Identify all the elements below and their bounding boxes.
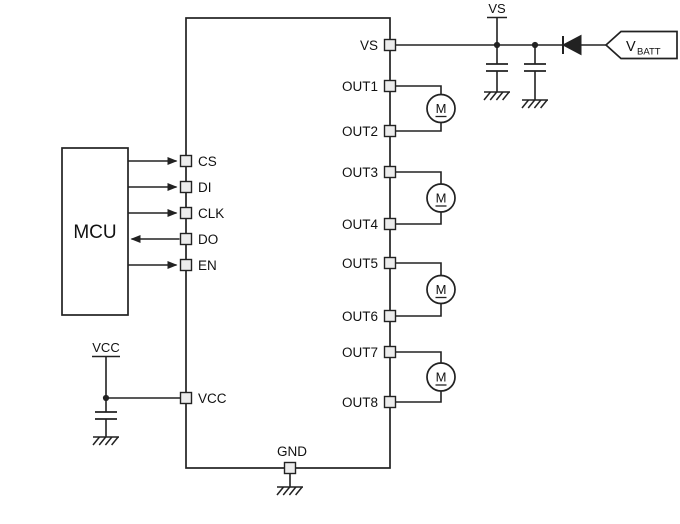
- pin-out7: OUT7: [342, 345, 397, 360]
- motor3-symbol: [426, 274, 456, 305]
- vcc-net-label: VCC: [92, 340, 119, 355]
- pin-label-out1: OUT1: [342, 79, 378, 94]
- motor4-symbol: [426, 362, 456, 392]
- pin-square-out7: [383, 345, 397, 359]
- vbatt-label: V: [626, 39, 636, 55]
- pin-di: DI: [179, 180, 212, 195]
- signal-arrows: [128, 157, 180, 269]
- motor2-symbol: [426, 183, 456, 213]
- pin-square-out1: [383, 79, 397, 93]
- vcc-capacitor-symbol: [94, 411, 118, 420]
- pin-out6: OUT6: [342, 309, 397, 324]
- mcu-block: MCU: [61, 147, 129, 316]
- pin-square-out3: [383, 165, 397, 179]
- pin-cs: CS: [179, 154, 217, 169]
- mcu-label: MCU: [73, 222, 116, 243]
- pin-out8: OUT8: [342, 395, 397, 410]
- pin-label-out4: OUT4: [342, 217, 378, 232]
- pin-square-out6: [383, 309, 397, 323]
- motor-circuit-3: M: [395, 262, 456, 317]
- pin-square-vcc: [179, 391, 193, 405]
- pin-label-clk: CLK: [198, 206, 224, 221]
- pin-do: DO: [179, 232, 218, 247]
- pin-label-out8: OUT8: [342, 395, 378, 410]
- diode-triangle: [561, 34, 582, 56]
- motor-circuit-2: M: [395, 171, 456, 225]
- vs-cap1-ground-symbol: [483, 91, 511, 101]
- motor1-symbol: [426, 93, 456, 124]
- pin-label-out5: OUT5: [342, 256, 378, 271]
- pin-square-di: [179, 180, 193, 194]
- pin-label-out7: OUT7: [342, 345, 378, 360]
- pin-square-clk: [179, 206, 193, 220]
- motor1-wires: [395, 85, 442, 132]
- motor1-label: M: [436, 101, 447, 116]
- pin-label-vs: VS: [360, 38, 378, 53]
- diode-symbol: [561, 34, 606, 56]
- pin-square-out5: [383, 256, 397, 270]
- motor2-wires: [395, 171, 442, 225]
- pin-label-en: EN: [198, 258, 217, 273]
- motor4-label: M: [436, 370, 447, 385]
- vcc-ground-symbol: [92, 436, 120, 446]
- pin-vcc: VCC: [179, 391, 227, 406]
- vs-capacitor-2-symbol: [523, 63, 547, 72]
- pin-square-out8: [383, 395, 397, 409]
- vbatt-label-subscript: BATT: [637, 47, 661, 58]
- pin-out2: OUT2: [342, 124, 397, 139]
- pin-label-gnd: GND: [277, 444, 307, 459]
- vs-capacitor-1-symbol: [485, 63, 509, 72]
- pin-square-vs: [383, 38, 397, 52]
- vs-net-label: VS: [488, 1, 506, 16]
- pin-label-do: DO: [198, 232, 218, 247]
- pin-square-do: [179, 232, 193, 246]
- pin-label-out3: OUT3: [342, 165, 378, 180]
- pin-label-di: DI: [198, 180, 212, 195]
- pin-gnd: GND: [276, 444, 307, 496]
- motor-circuit-1: M: [395, 85, 456, 132]
- motor-circuit-4: M: [395, 351, 456, 403]
- motor3-wires: [395, 262, 442, 317]
- pin-out5: OUT5: [342, 256, 397, 271]
- vs-supply: VS VS V BATT: [360, 1, 678, 109]
- vcc-network: VCC: [92, 340, 181, 446]
- vbatt-flag-shape: [604, 30, 678, 60]
- pin-square-cs: [179, 154, 193, 168]
- motor2-label: M: [436, 191, 447, 206]
- pin-square-gnd: [283, 461, 297, 475]
- pin-out4: OUT4: [342, 217, 397, 232]
- pin-label-cs: CS: [198, 154, 217, 169]
- vbatt-flag: V BATT: [604, 30, 678, 60]
- pin-label-out6: OUT6: [342, 309, 378, 324]
- pin-label-vcc: VCC: [198, 391, 227, 406]
- pin-square-out2: [383, 124, 397, 138]
- mcu-box: [61, 147, 129, 316]
- vcc-junction-dot: [102, 394, 110, 402]
- pin-label-out2: OUT2: [342, 124, 378, 139]
- pin-square-en: [179, 258, 193, 272]
- vs-cap2-ground-symbol: [521, 99, 549, 109]
- pin-out3: OUT3: [342, 165, 397, 180]
- gnd-ground-symbol: [276, 486, 304, 496]
- motor4-wires: [395, 351, 442, 403]
- pin-out1: OUT1: [342, 79, 397, 94]
- pin-en: EN: [179, 258, 217, 273]
- main-ic-body: [185, 17, 391, 469]
- pin-square-out4: [383, 217, 397, 231]
- pin-clk: CLK: [179, 206, 224, 221]
- motor3-label: M: [436, 282, 447, 297]
